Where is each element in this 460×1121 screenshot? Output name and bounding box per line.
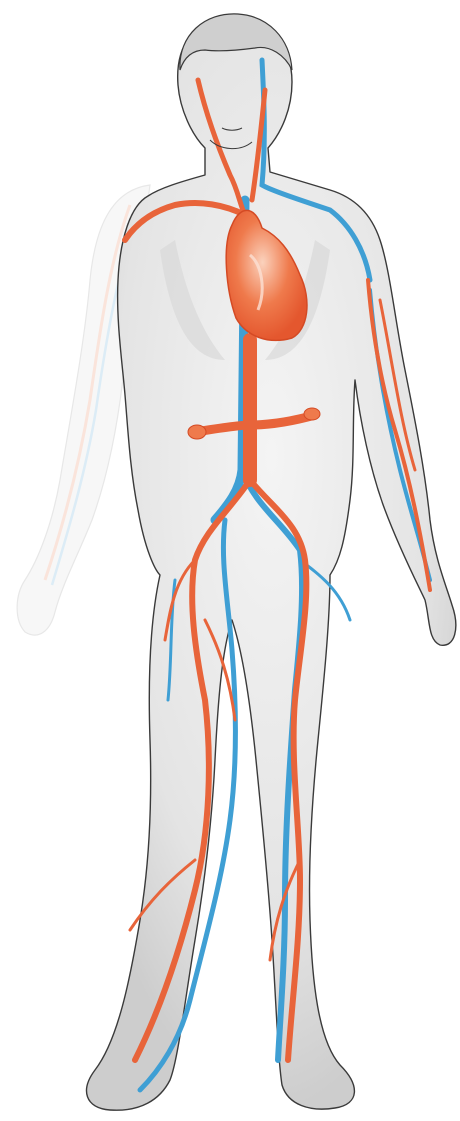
kidney-left	[188, 425, 206, 439]
kidney-right	[304, 408, 320, 420]
